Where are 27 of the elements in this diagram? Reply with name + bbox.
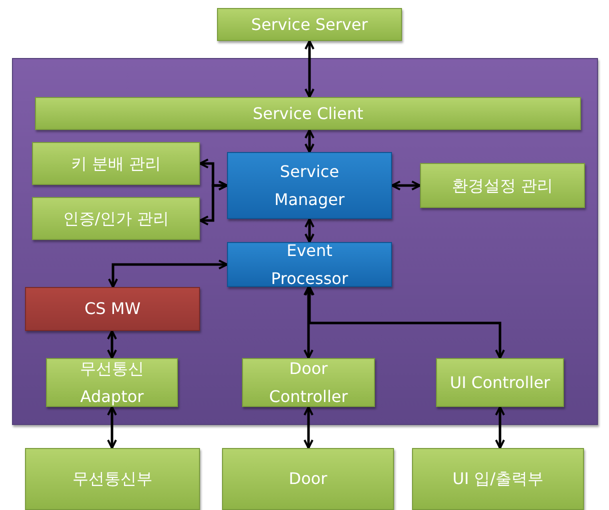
process-box: Service Manager: [227, 152, 392, 219]
process-box: Service Client: [35, 97, 581, 130]
process-box: 키 분배 관리: [32, 142, 200, 185]
process-box: UI Controller: [436, 358, 564, 407]
process-box: 환경설정 관리: [420, 163, 585, 208]
arrow: [304, 286, 505, 359]
arrow: [304, 286, 314, 359]
process-box: UI 입/출력부: [412, 448, 584, 510]
arrow: [391, 180, 421, 190]
arrow: [304, 406, 314, 449]
process-box: 무선통신부: [25, 448, 200, 510]
process-box: 무선통신 Adaptor: [46, 358, 178, 407]
process-box: Door: [222, 448, 394, 510]
arrow: [108, 260, 228, 288]
arrow: [199, 180, 228, 226]
process-box: Door Controller: [242, 358, 375, 407]
process-box: Service Server: [217, 8, 402, 41]
panel-background: [12, 58, 598, 425]
process-box: 인증/인가 관리: [32, 197, 200, 240]
arrow: [304, 218, 314, 243]
arrow: [107, 330, 117, 359]
arrow: [304, 40, 314, 98]
arrow: [107, 406, 117, 449]
process-box: Event Processor: [227, 242, 392, 287]
arrow: [304, 129, 314, 153]
arrow: [495, 406, 505, 449]
process-box: CS MW: [25, 287, 200, 331]
